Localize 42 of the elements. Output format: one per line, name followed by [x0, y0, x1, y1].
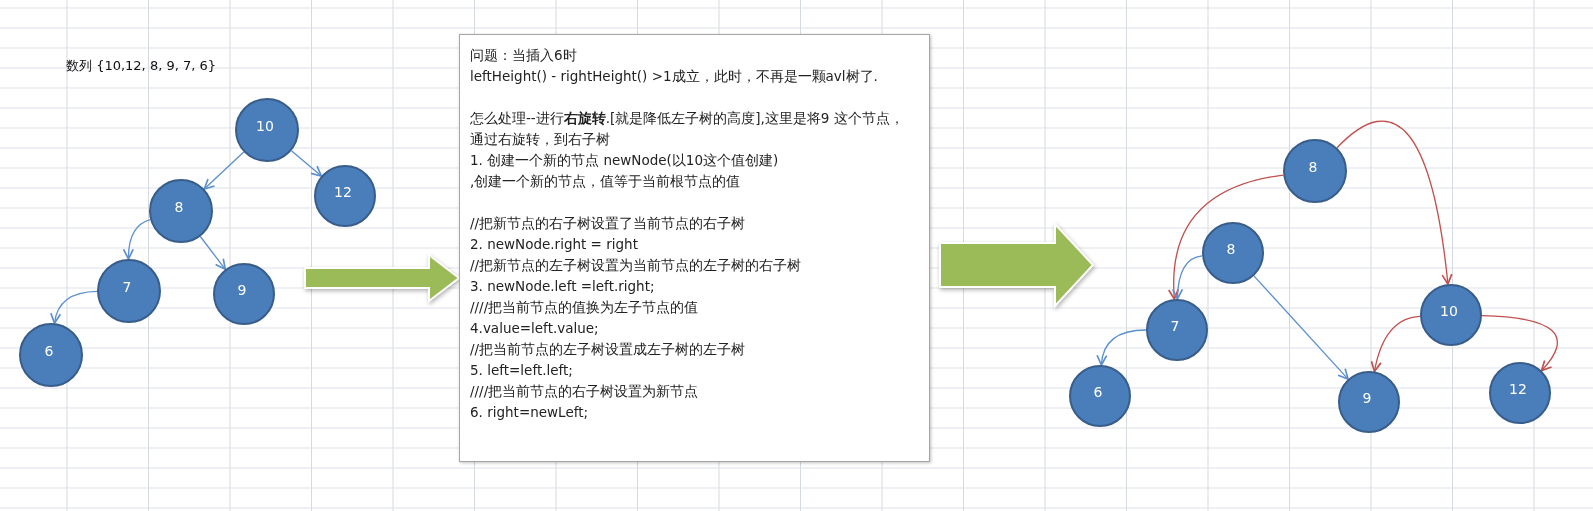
note-text: ,创建一个新的节点，值等于当前根节点的值: [470, 172, 741, 191]
note-text: 5. left=left.left;: [470, 361, 573, 380]
note-text: //把当前节点的左子树设置成左子树的左子树: [470, 340, 746, 359]
note-text: 问题：当插入6时: [470, 46, 577, 65]
arrow: [1336, 120, 1453, 285]
tree-node-circle: 6: [19, 323, 83, 387]
note-text: 怎么处理--进行右旋转.[就是降低左子树的高度],这里是将9 这个节点，通过右旋转，到右子树: [470, 109, 905, 149]
tree-node-circle: 7: [97, 259, 161, 323]
arrow: [290, 150, 323, 177]
arrow: [123, 219, 151, 260]
tree-node-circle: 12: [314, 165, 376, 227]
sequence-label: 数列 {10,12, 8, 9, 7, 6}: [66, 57, 217, 75]
tree-node-circle: 8: [1283, 139, 1347, 203]
tree-node-circle: 6: [1069, 365, 1131, 427]
tree-node-circle: 9: [1338, 371, 1400, 433]
note-text: 4.value=left.value;: [470, 319, 599, 338]
arrow: [1253, 275, 1349, 380]
tree-node-circle: 10: [235, 98, 299, 162]
note-text: leftHeight() - rightHeight() >1成立，此时，不再是一颗avl树了.: [470, 67, 878, 86]
note-text: ////把当前节点的右子树设置为新节点: [470, 382, 699, 401]
arrow: [1168, 174, 1284, 300]
tree-node-circle: 7: [1146, 299, 1208, 361]
tree-node-circle: 8: [149, 179, 213, 243]
tree-node-circle: 8: [1202, 222, 1264, 284]
note-text: 2. newNode.right = right: [470, 235, 638, 254]
arrow: [199, 235, 227, 271]
tree-node-circle: 12: [1489, 362, 1551, 424]
arrow: [1370, 315, 1421, 373]
tree-node-circle: 10: [1420, 284, 1482, 346]
note-text: //把新节点的左子树设置为当前节点的左子树的右子树: [470, 256, 802, 275]
arrow: [1172, 255, 1203, 300]
arrow: [1096, 329, 1147, 366]
note-text: 1. 创建一个新的节点 newNode(以10这个值创建): [470, 151, 779, 170]
note-text: //把新节点的右子树设置了当前节点的右子树: [470, 214, 746, 233]
arrow: [1481, 315, 1558, 372]
arrow: [50, 290, 98, 325]
note-text: ////把当前节点的值换为左子节点的值: [470, 298, 699, 317]
note-text: 3. newNode.left =left.right;: [470, 277, 655, 296]
arrow: [203, 151, 245, 190]
note-text: 6. right=newLeft;: [470, 403, 589, 422]
text-box: [459, 34, 930, 462]
tree-node-circle: 9: [213, 263, 275, 325]
